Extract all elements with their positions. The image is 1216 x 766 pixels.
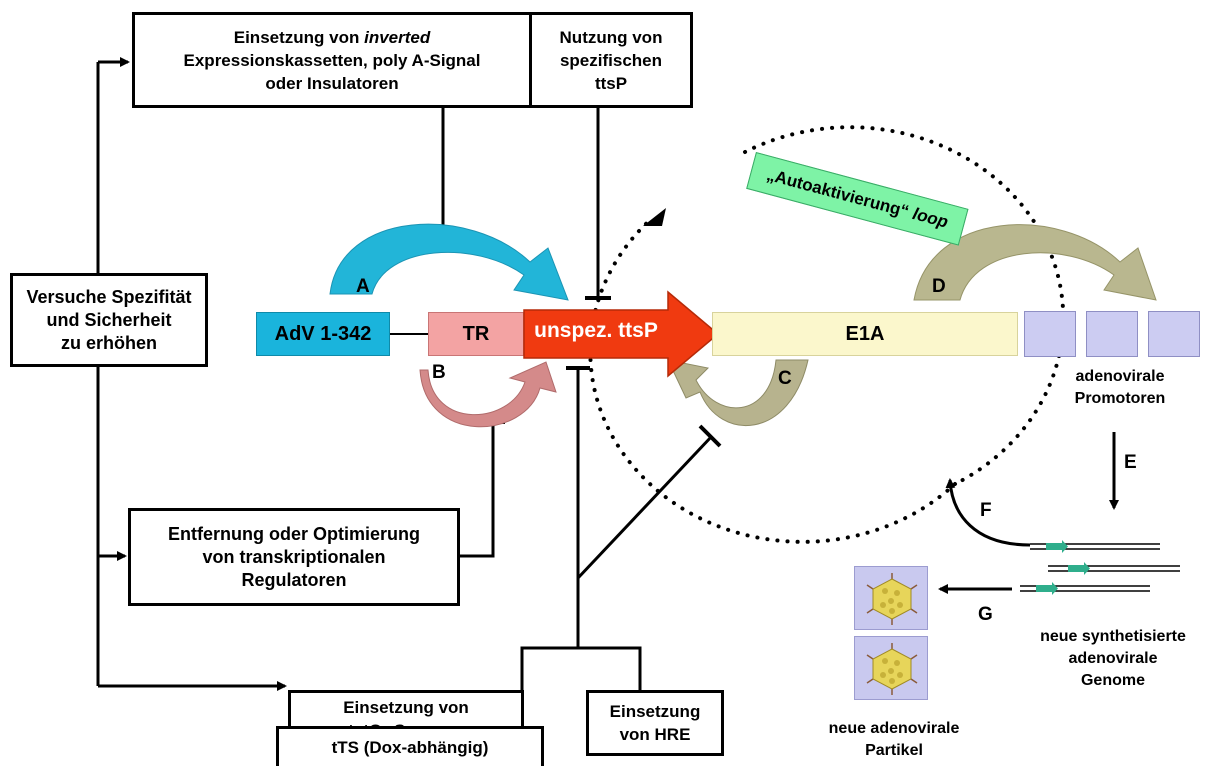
adv-element: AdV 1-342: [256, 312, 390, 356]
adenovirus-particle-1: [854, 566, 928, 630]
unspez-ttsp-arrow: [523, 290, 720, 378]
tts-box: tTS (Dox-abhängig): [276, 726, 544, 766]
versuche-line1: Versuche Spezifität: [26, 286, 192, 307]
inverted-expression-box: Einsetzung von inverted Expressionskasse…: [132, 12, 532, 108]
inverted-line3: oder Insulatoren: [265, 73, 399, 93]
adv-label: AdV 1-342: [274, 322, 372, 345]
genome-strands: [1020, 540, 1180, 595]
arrow-f: [945, 478, 1031, 547]
versuche-line3: zu erhöhen: [60, 332, 157, 353]
letter-b: B: [432, 362, 446, 383]
ttsp-line2: spezifischen: [559, 50, 663, 70]
promoter-box-2: [1086, 311, 1138, 357]
ttsp-line1: Nutzung von: [559, 27, 663, 47]
genome-line2: adenovirale: [1068, 650, 1158, 667]
loop-arrowhead: [643, 208, 666, 226]
inhibit-line-c: [576, 434, 714, 580]
inverted-line1-pre: Einsetzung von: [233, 27, 365, 47]
genome-line3: Genome: [1080, 672, 1145, 689]
hre-line2: von HRE: [619, 725, 691, 744]
tet-line1: Einsetzung von: [343, 698, 469, 718]
partikel-label: neue adenovirale Partikel: [796, 718, 992, 762]
promotoren-label: adenovirale Promotoren: [1050, 366, 1190, 410]
curved-arrow-d: [913, 224, 1157, 301]
loop-label-em: loop: [910, 204, 951, 232]
hre-box: Einsetzung von HRE: [586, 690, 724, 756]
e1a-element: E1A: [712, 312, 1018, 356]
particle-icon-1: [866, 573, 918, 625]
promotoren-line1: adenovirale: [1075, 368, 1165, 385]
promoter-box-3: [1148, 311, 1200, 357]
inverted-line2: Expressionskassetten, poly A-Signal: [183, 50, 481, 70]
e1a-label: E1A: [845, 322, 885, 345]
particle-icon-2: [866, 643, 918, 695]
partikel-line1: neue adenovirale: [828, 720, 960, 737]
promoter-box-1: [1024, 311, 1076, 357]
tts-label: tTS (Dox-abhängig): [331, 738, 489, 757]
curved-arrow-b: [419, 361, 557, 428]
genome-label: neue synthetisierte adenovirale Genome: [1010, 626, 1216, 692]
ttsp-line3: ttsP: [594, 73, 628, 93]
inhibit-line-entfernung: [458, 422, 495, 558]
inhibit-bar-c: [698, 424, 722, 448]
autoaktivierung-loop-path: [588, 125, 1066, 544]
curved-arrow-c: [667, 359, 809, 426]
entfernung-line1: Entfernung oder Optimierung: [168, 523, 420, 544]
letter-a: A: [356, 276, 370, 297]
letter-d: D: [932, 276, 946, 297]
letter-e: E: [1124, 452, 1137, 473]
letter-c: C: [778, 368, 792, 389]
unspez-ttsp-label: unspez. ttsP: [534, 319, 658, 342]
entfernung-line3: Regulatoren: [241, 569, 347, 590]
specific-ttsp-box: Nutzung von spezifischen ttsP: [529, 12, 693, 108]
hre-line1: Einsetzung: [609, 702, 701, 721]
genome-line1: neue synthetisierte: [1040, 628, 1186, 645]
adenovirus-particle-2: [854, 636, 928, 700]
letter-g: G: [978, 604, 993, 625]
promotoren-line2: Promotoren: [1074, 390, 1166, 407]
entfernung-line2: von transkriptionalen: [202, 546, 386, 567]
curved-arrow-a: [329, 223, 569, 301]
tr-element: TR: [428, 312, 524, 356]
versuche-line2: und Sicherheit: [46, 309, 172, 330]
branch-line: [520, 646, 642, 690]
versuche-box: Versuche Spezifität und Sicherheit zu er…: [10, 273, 208, 367]
partikel-line2: Partikel: [865, 742, 923, 759]
inverted-line1-em: inverted: [364, 27, 431, 47]
tr-label: TR: [462, 322, 490, 345]
entfernung-box: Entfernung oder Optimierung von transkri…: [128, 508, 460, 606]
letter-f: F: [980, 500, 992, 521]
